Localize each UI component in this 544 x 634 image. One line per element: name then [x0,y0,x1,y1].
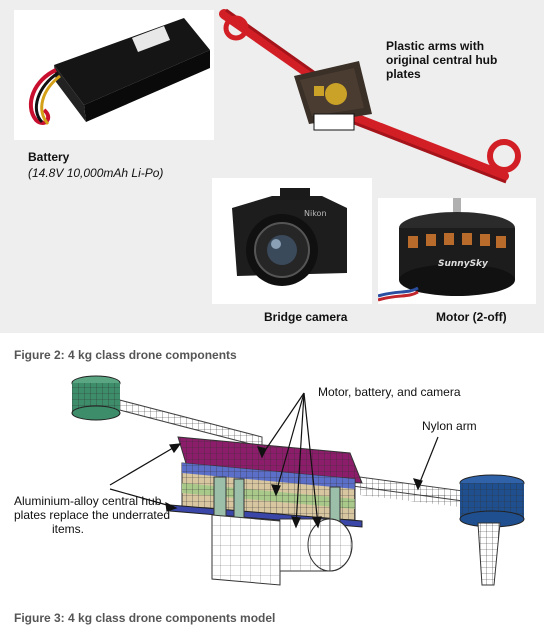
battery-photo [14,10,214,140]
motor-brand-text: SunnySky [438,259,489,269]
figure-3-caption: Figure 3: 4 kg class drone components mo… [14,611,276,625]
battery-label: Battery [28,150,70,164]
camera-label: Bridge camera [264,310,348,324]
nylon-arm-label: Nylon arm [422,419,477,433]
hub-label-line1: Aluminium-alloy central hub [14,494,162,508]
figure-2-panel: Battery (14.8V 10,000mAh Li-Po) Plastic … [0,0,544,333]
motor-photo: SunnySky [378,198,536,304]
camera-brand-text: Nikon [304,209,327,218]
frame-label-line2: original central hub [386,53,498,67]
drone-fe-model [71,375,525,586]
figure-2-caption: Figure 2: 4 kg class drone components [14,348,237,362]
frame-label-line3: plates [386,67,421,81]
battery-spec: (14.8V 10,000mAh Li-Po) [28,166,164,180]
motor-label: Motor (2-off) [436,310,507,324]
figure-3-panel: Motor, battery, and camera Nylon arm Alu… [0,375,544,597]
hub-label-line3: items. [52,522,85,536]
components-label: Motor, battery, and camera [318,385,461,399]
frame-photo [214,6,536,186]
camera-photo: Nikon [212,178,372,304]
frame-label-line1: Plastic arms with [386,39,485,53]
hub-label-line2: plates replace the underrated [14,508,171,522]
